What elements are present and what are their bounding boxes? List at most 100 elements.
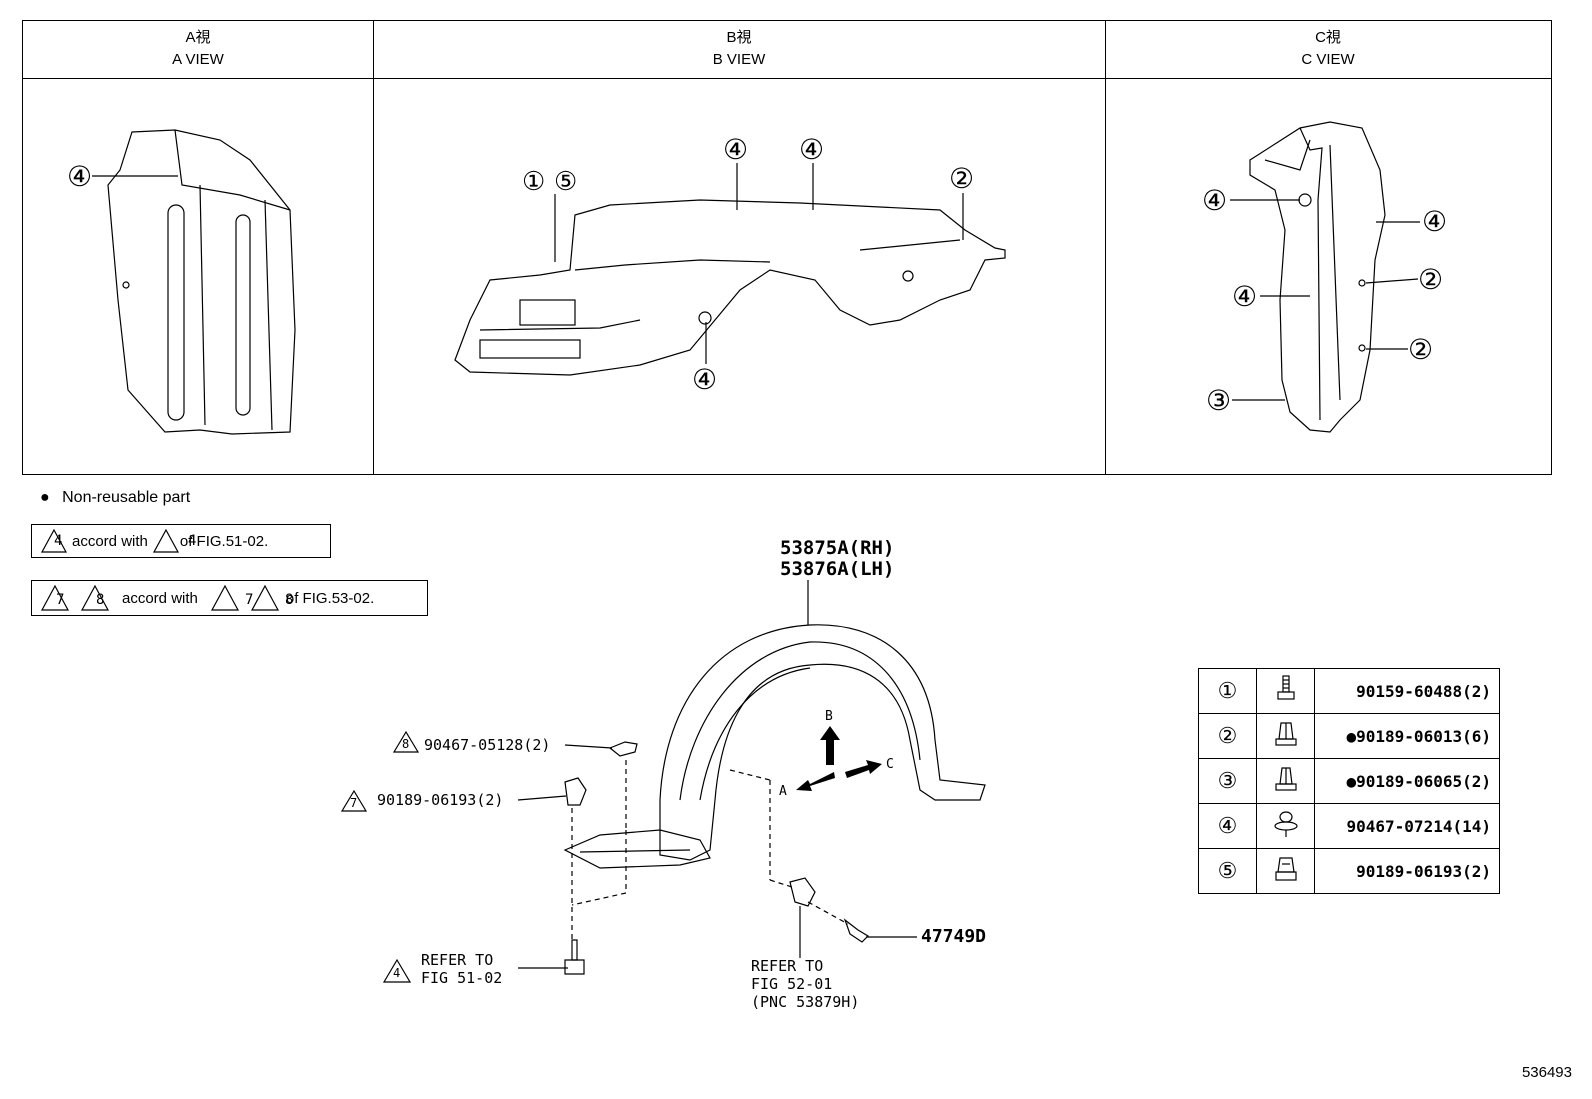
- triangle-number: 7: [350, 796, 358, 810]
- nut-clip-icon: [1256, 848, 1315, 894]
- row-number: ②: [1198, 713, 1257, 759]
- arrow-b-icon: [820, 726, 840, 765]
- callout-4: ④: [1202, 185, 1228, 216]
- main-liner-drawing: [563, 624, 986, 975]
- part-47749d: 47749D: [921, 926, 987, 947]
- row-number: ⑤: [1198, 848, 1257, 894]
- callout-4: ④: [1422, 206, 1448, 237]
- callout-2: ②: [1418, 264, 1444, 295]
- note-1-tail: of FIG.51-02.: [179, 532, 269, 550]
- triangle-number: 8: [402, 737, 410, 751]
- part-number: 90467-07214(14): [1314, 803, 1500, 849]
- views-panel: A視 A VIEW B視 B VIEW C視 C VIEW: [22, 20, 1552, 475]
- refer-52-01-line2: FIG 52-01: [751, 975, 833, 993]
- note-2-num-b: 8: [96, 592, 105, 608]
- view-b: B視 B VIEW: [373, 21, 1105, 474]
- callout-1: ①: [522, 166, 546, 196]
- note-2-text: accord with: [122, 589, 198, 607]
- callout-2: ②: [1408, 334, 1434, 365]
- part-number: ●90189-06013(6): [1314, 713, 1500, 759]
- part-number: 90159-60488(2): [1314, 668, 1500, 714]
- note-2-num-a: 7: [56, 592, 65, 608]
- view-c-liner-drawing: [1249, 121, 1386, 433]
- callout-4: ④: [67, 161, 93, 192]
- triangle-icon: [210, 584, 239, 611]
- note-1-num: 4: [54, 533, 63, 549]
- triangle-icon: [340, 789, 368, 812]
- callout-2: ②: [949, 163, 975, 194]
- note-1-text: accord with: [72, 532, 148, 550]
- main-part-rh: 53875A(RH): [780, 537, 895, 559]
- direction-a-label: A: [779, 784, 787, 799]
- row-number: ①: [1198, 668, 1257, 714]
- view-b-liner-drawing: [454, 199, 1006, 376]
- note-fig-53-02: accord with of FIG.53-02.: [31, 580, 428, 616]
- view-a-title-jp: A視: [185, 29, 211, 46]
- arrow-c-icon: [845, 760, 882, 778]
- table-row: ② ●90189-06013(6): [1198, 713, 1500, 759]
- parts-table: ① 90159-60488(2) ② ●90189-06013(6) ③ ●90…: [1198, 668, 1500, 894]
- refer-52-01-line3: (PNC 53879H): [751, 993, 860, 1011]
- row-number: ④: [1198, 803, 1257, 849]
- main-part-lh: 53876A(LH): [780, 558, 895, 580]
- part-number: ●90189-06065(2): [1314, 758, 1500, 804]
- view-c: C視 C VIEW: [1105, 21, 1551, 474]
- non-reusable-bullet-icon: ●: [40, 489, 50, 506]
- direction-c-label: C: [886, 757, 894, 772]
- view-divider: [1105, 21, 1106, 474]
- triangle-icon: [250, 584, 279, 611]
- direction-arrows: [796, 726, 882, 791]
- callout-3: ③: [1206, 385, 1232, 416]
- view-c-title-en: C VIEW: [1301, 51, 1355, 68]
- triangle-icon: [382, 958, 412, 983]
- view-a-header: A視 A VIEW: [23, 21, 373, 79]
- view-a: A視 A VIEW: [23, 21, 373, 474]
- bolt-icon: [1256, 668, 1315, 714]
- callout-4: ④: [799, 134, 825, 165]
- legend-text: Non-reusable part: [62, 489, 191, 506]
- table-row: ① 90159-60488(2): [1198, 668, 1500, 714]
- view-a-liner-drawing: [107, 129, 296, 435]
- note-2-ref-b: 8: [285, 592, 294, 608]
- dashed-guides: [571, 760, 849, 940]
- note-fig-51-02: accord with of FIG.51-02.: [31, 524, 331, 558]
- callout-5: ⑤: [554, 166, 578, 196]
- leader-lines: [517, 580, 917, 969]
- triangle-icon: [152, 528, 179, 553]
- view-c-title-jp: C視: [1315, 29, 1341, 46]
- table-row: ③ ●90189-06065(2): [1198, 758, 1500, 804]
- view-a-title-en: A VIEW: [172, 51, 224, 68]
- push-clip-icon: [1256, 803, 1315, 849]
- refer-51-02-line1: REFER TO: [421, 951, 494, 969]
- view-b-header: B視 B VIEW: [373, 21, 1105, 79]
- callout-4: ④: [1232, 281, 1258, 312]
- arrow-a-icon: [796, 772, 835, 791]
- view-b-title-jp: B視: [726, 29, 752, 46]
- diagram-id: 536493: [1521, 1064, 1572, 1081]
- table-row: ⑤ 90189-06193(2): [1198, 848, 1500, 894]
- view-divider: [373, 21, 374, 474]
- row-number: ③: [1198, 758, 1257, 804]
- triangle-icon: [80, 584, 110, 611]
- note-1-ref: 4: [188, 533, 197, 549]
- part-90467-05128: 90467-05128(2): [424, 736, 551, 754]
- view-c-header: C視 C VIEW: [1105, 21, 1551, 79]
- part-90189-06193: 90189-06193(2): [377, 791, 504, 809]
- part-number: 90189-06193(2): [1314, 848, 1500, 894]
- triangle-icon: [40, 584, 70, 611]
- view-b-title-en: B VIEW: [712, 51, 766, 68]
- callout-4: ④: [723, 134, 749, 165]
- triangle-icon: [392, 730, 420, 753]
- triangle-icon: [40, 528, 68, 553]
- note-2-tail: of FIG.53-02.: [285, 589, 375, 607]
- clip-icon: [1256, 713, 1315, 759]
- callout-4: ④: [692, 364, 718, 395]
- triangle-number: 4: [393, 966, 401, 980]
- refer-51-02-line2: FIG 51-02: [421, 969, 503, 987]
- direction-b-label: B: [825, 709, 833, 724]
- refer-52-01-line1: REFER TO: [751, 957, 824, 975]
- clip-icon: [1256, 758, 1315, 804]
- table-row: ④ 90467-07214(14): [1198, 803, 1500, 849]
- note-2-ref-a: 7: [245, 592, 254, 608]
